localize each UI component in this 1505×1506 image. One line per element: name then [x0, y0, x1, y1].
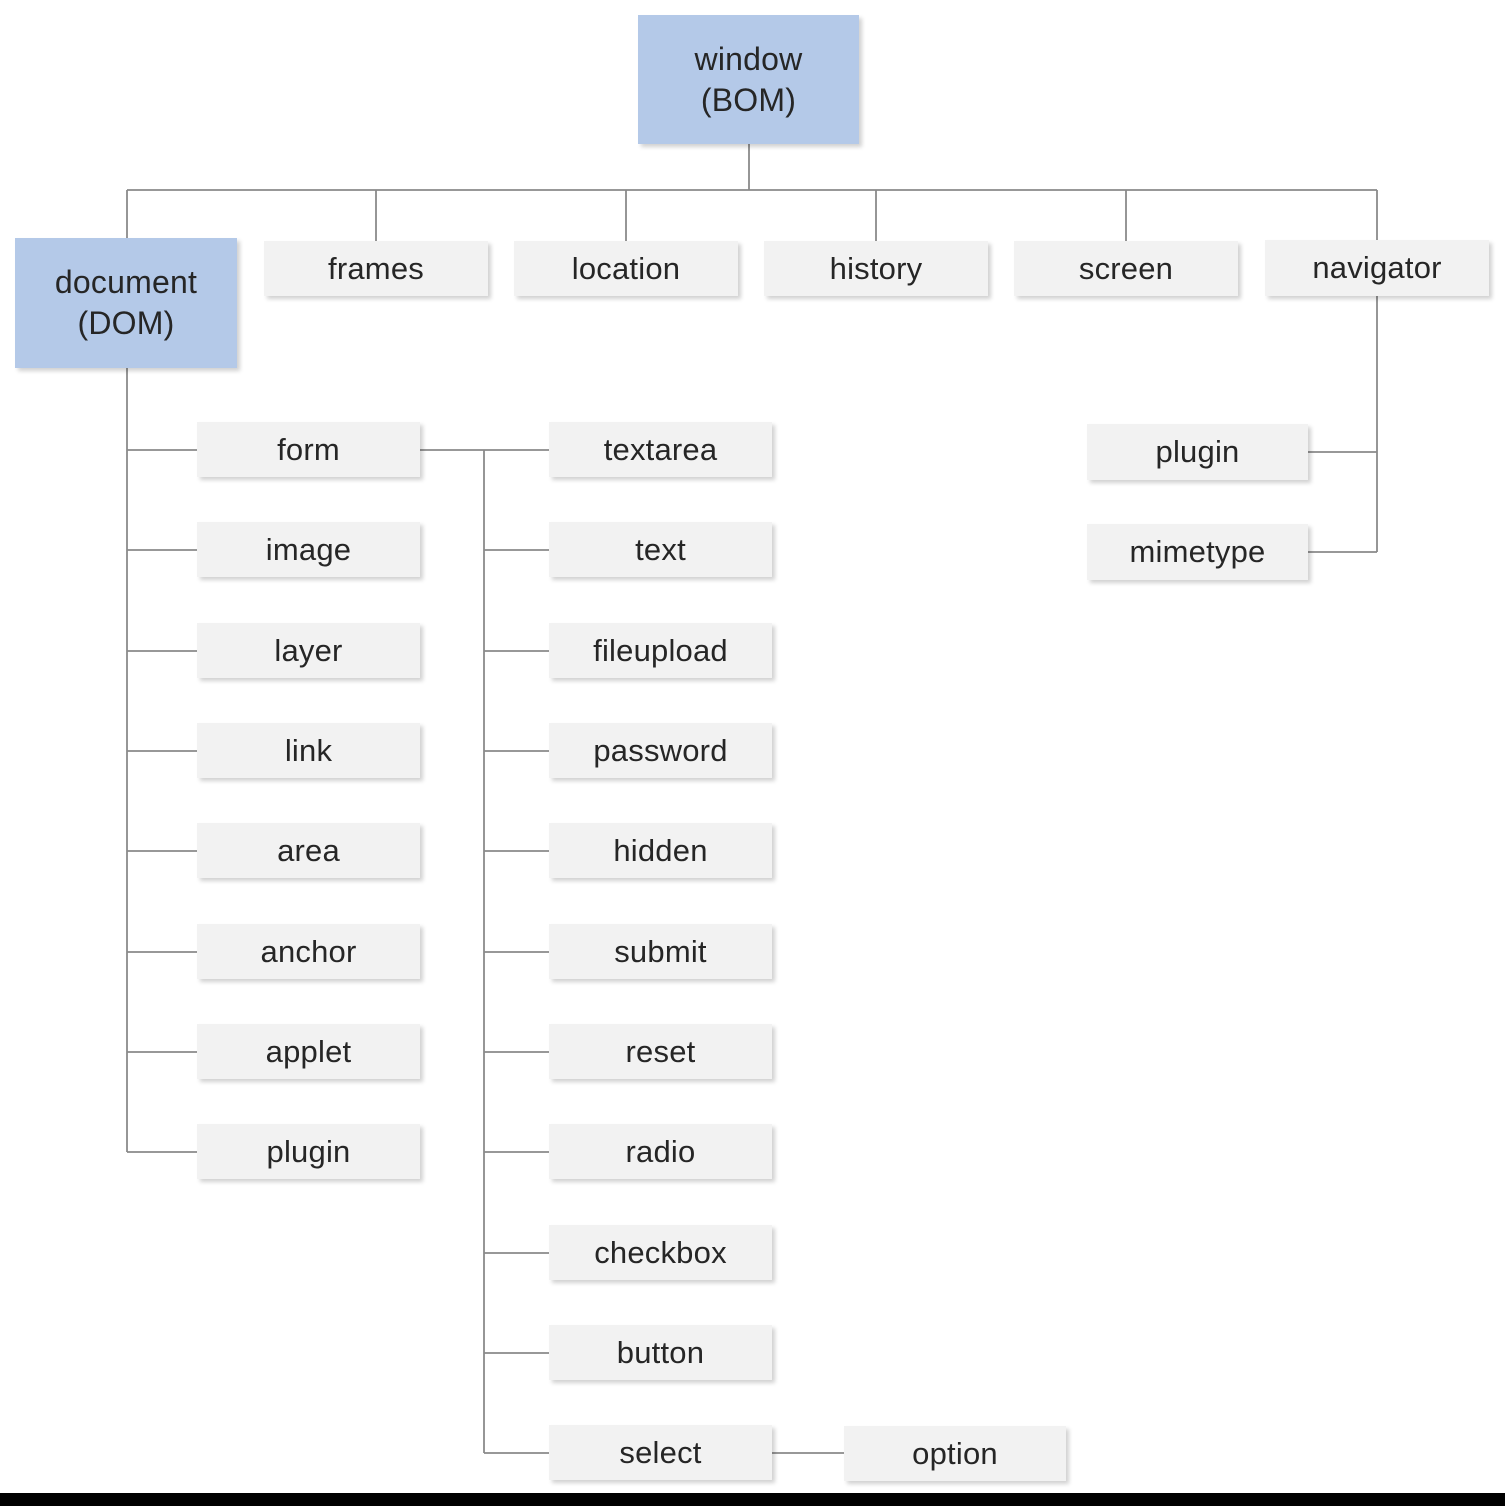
- node-history: history: [764, 241, 988, 296]
- node-submit: submit: [549, 924, 772, 979]
- node-form: form: [197, 422, 420, 477]
- node-location: location: [514, 241, 738, 296]
- node-window-bom: window (BOM): [638, 15, 859, 144]
- node-fileupload: fileupload: [549, 623, 772, 678]
- node-plugin-navigator: plugin: [1087, 424, 1308, 480]
- node-select: select: [549, 1425, 772, 1480]
- node-hidden: hidden: [549, 823, 772, 878]
- node-plugin-document: plugin: [197, 1124, 420, 1179]
- node-checkbox: checkbox: [549, 1225, 772, 1280]
- node-navigator: navigator: [1265, 240, 1489, 296]
- node-layer: layer: [197, 623, 420, 678]
- node-reset: reset: [549, 1024, 772, 1079]
- node-frames: frames: [264, 241, 488, 296]
- node-anchor: anchor: [197, 924, 420, 979]
- node-document-dom: document (DOM): [15, 238, 237, 368]
- node-image: image: [197, 522, 420, 577]
- node-screen: screen: [1014, 241, 1238, 296]
- bottom-black-bar: [0, 1493, 1505, 1506]
- node-area: area: [197, 823, 420, 878]
- node-radio: radio: [549, 1124, 772, 1179]
- node-mimetype: mimetype: [1087, 524, 1308, 580]
- node-button: button: [549, 1325, 772, 1380]
- node-textarea: textarea: [549, 422, 772, 477]
- node-option: option: [844, 1426, 1066, 1481]
- node-applet: applet: [197, 1024, 420, 1079]
- node-password: password: [549, 723, 772, 778]
- node-link: link: [197, 723, 420, 778]
- node-text: text: [549, 522, 772, 577]
